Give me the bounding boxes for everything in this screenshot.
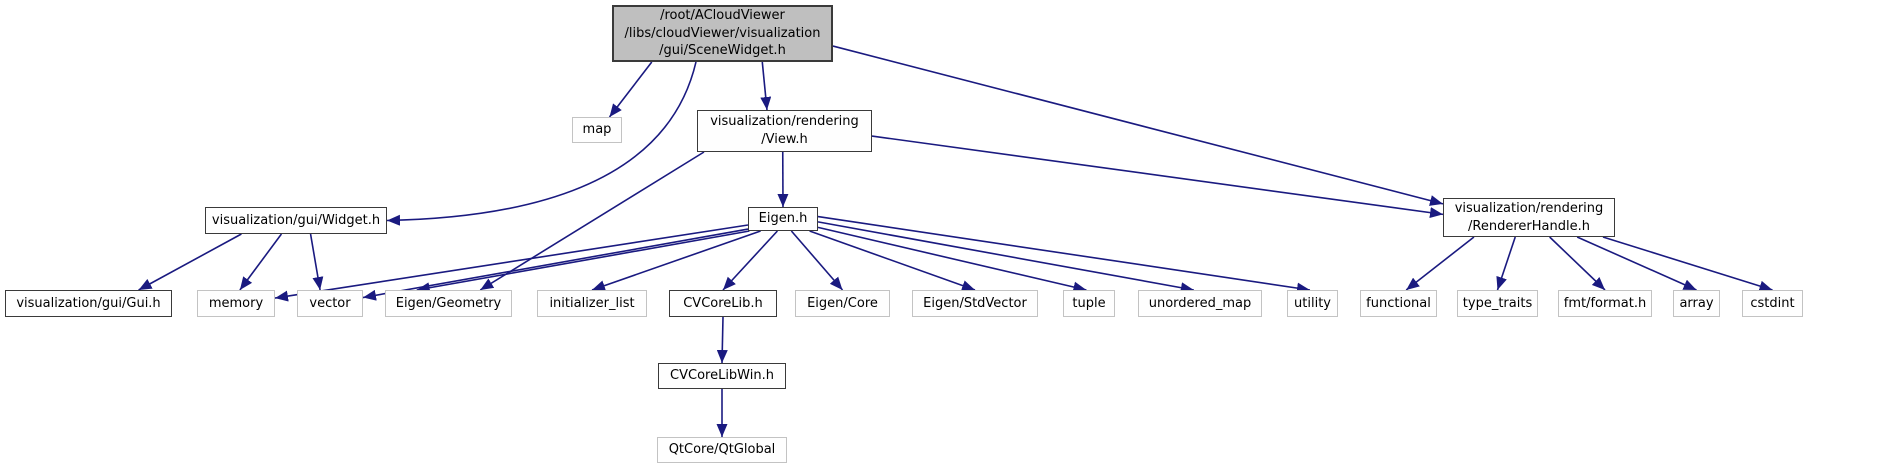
- graph-node-label: initializer_list: [549, 295, 635, 311]
- graph-edge-renderer-array: [1576, 236, 1697, 291]
- graph-node-label: Eigen/StdVector: [923, 295, 1027, 311]
- graph-edge-eigen-vector: [362, 228, 749, 301]
- graph-node-label: cstdint: [1750, 295, 1795, 311]
- graph-edge-renderer-typetraits: [1496, 236, 1516, 291]
- graph-node-label: vector: [309, 295, 351, 311]
- graph-node-unordered: unordered_map: [1138, 290, 1262, 317]
- graph-node-label: visualization/gui/Gui.h: [16, 295, 161, 311]
- graph-node-qtglobal: QtCore/QtGlobal: [657, 437, 787, 463]
- graph-node-label: functional: [1366, 295, 1431, 311]
- graph-node-tuple: tuple: [1063, 290, 1115, 317]
- graph-node-label: Eigen/Geometry: [395, 295, 502, 311]
- graph-node-label: visualization/rendering /RendererHandle.…: [1454, 200, 1604, 234]
- graph-node-widget[interactable]: visualization/gui/Widget.h: [205, 207, 387, 234]
- graph-node-array: array: [1673, 290, 1720, 317]
- graph-node-typetraits: type_traits: [1457, 290, 1538, 317]
- graph-edge-renderer-fmtformat: [1549, 236, 1606, 291]
- graph-edge-widget-vector: [309, 233, 324, 291]
- graph-edge-renderer-cstdint: [1602, 236, 1773, 292]
- graph-node-view[interactable]: visualization/rendering /View.h: [697, 110, 872, 152]
- graph-node-label: fmt/format.h: [1563, 295, 1647, 311]
- graph-edge-root-renderer: [832, 45, 1444, 206]
- graph-node-cvcorelib[interactable]: CVCoreLib.h: [669, 290, 777, 317]
- graph-edge-eigen-unordered: [817, 221, 1194, 294]
- graph-edge-eigen-stdvector: [809, 230, 976, 291]
- graph-node-renderer[interactable]: visualization/rendering /RendererHandle.…: [1443, 198, 1615, 237]
- graph-node-functional: functional: [1360, 290, 1437, 317]
- graph-node-label: unordered_map: [1148, 295, 1252, 311]
- graph-edge-eigen-memory: [274, 224, 749, 302]
- graph-node-stdvector: Eigen/StdVector: [912, 290, 1038, 317]
- graph-node-label: CVCoreLibWin.h: [670, 368, 774, 384]
- graph-node-map: map: [572, 117, 622, 143]
- graph-node-cstdint: cstdint: [1742, 290, 1803, 317]
- graph-edge-eigen-utility: [817, 215, 1311, 294]
- graph-edge-root-map: [608, 61, 653, 118]
- graph-edge-cvcorelib-cvcorelibwin: [716, 316, 728, 364]
- graph-node-utility: utility: [1287, 290, 1338, 317]
- graph-node-root: /root/ACloudViewer /libs/cloudViewer/vis…: [612, 5, 833, 62]
- graph-node-gui[interactable]: visualization/gui/Gui.h: [5, 290, 172, 317]
- graph-edge-root-widget: [386, 61, 697, 226]
- graph-edge-view-geometry: [479, 151, 705, 291]
- graph-node-vector: vector: [297, 290, 363, 317]
- graph-node-label: CVCoreLib.h: [683, 295, 763, 311]
- graph-node-label: memory: [208, 295, 264, 311]
- graph-node-label: tuple: [1072, 295, 1106, 311]
- graph-node-label: visualization/gui/Widget.h: [211, 212, 381, 228]
- graph-node-label: array: [1679, 295, 1714, 311]
- graph-node-cvcorelibwin[interactable]: CVCoreLibWin.h: [658, 363, 786, 389]
- graph-node-label: type_traits: [1462, 295, 1533, 311]
- graph-node-eigen[interactable]: Eigen.h: [748, 207, 818, 231]
- graph-node-label: Eigen/Core: [807, 295, 878, 311]
- graph-edge-eigen-initlist: [591, 230, 761, 291]
- graph-edge-eigen-geometry: [416, 230, 750, 294]
- graph-edge-eigen-cvcorelib: [722, 230, 778, 291]
- graph-edge-eigen-tuple: [817, 226, 1087, 293]
- graph-node-memory: memory: [197, 290, 275, 317]
- graph-edge-widget-gui: [138, 233, 242, 291]
- graph-node-label: Eigen.h: [758, 211, 808, 227]
- graph-node-label: QtCore/QtGlobal: [668, 442, 776, 458]
- graph-node-fmtformat: fmt/format.h: [1558, 290, 1652, 317]
- graph-edge-root-view: [760, 61, 772, 111]
- graph-edge-renderer-functional: [1405, 236, 1475, 291]
- graph-node-label: utility: [1294, 295, 1331, 311]
- graph-node-geometry: Eigen/Geometry: [385, 290, 512, 317]
- graph-edge-eigen-eigencore: [790, 230, 844, 291]
- graph-node-label: map: [582, 122, 612, 138]
- graph-node-label: visualization/rendering /View.h: [710, 114, 859, 147]
- graph-node-eigencore: Eigen/Core: [795, 290, 890, 317]
- graph-edge-view-renderer: [871, 135, 1444, 219]
- graph-node-label: /root/ACloudViewer /libs/cloudViewer/vis…: [624, 7, 821, 59]
- graph-node-initlist: initializer_list: [537, 290, 647, 317]
- graph-edge-widget-memory: [239, 233, 283, 291]
